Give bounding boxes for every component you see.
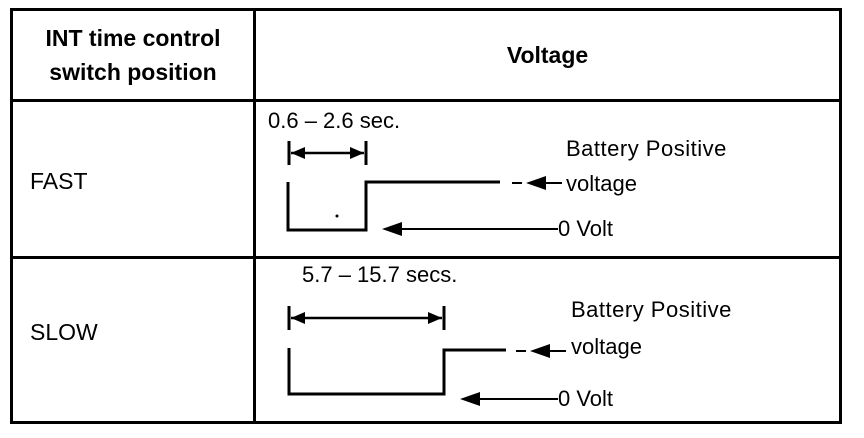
slow-voltage-label: voltage [571,334,642,359]
fast-voltage-label: voltage [566,171,637,196]
fast-zero-volt-label: 0 Volt [558,216,614,241]
slow-duration-label: 5.7 – 15.7 secs. [302,262,458,287]
slow-dim-arrow-left [291,312,305,324]
slow-dim-arrow-right [428,312,442,324]
fast-low-arrow-head [382,222,402,236]
fast-dot [335,214,339,218]
slow-low-arrow-head [460,392,480,406]
row-slow-position: SLOW [30,319,98,345]
header-voltage: Voltage [506,42,589,68]
row-fast-position: FAST [30,168,88,194]
fast-duration-label: 0.6 – 2.6 sec. [268,108,401,133]
row-divider [13,256,839,259]
fast-dim-arrow-left [291,147,305,159]
fast-high-arrow-head [526,176,546,190]
fast-pulse-signal [286,180,500,232]
fast-dim-arrow-right [350,147,364,159]
voltage-table: INT time control switch position Voltage… [10,8,842,424]
slow-waveform [287,306,566,406]
slow-battery-positive-label: Battery Positive [571,297,732,322]
slow-pulse-signal [287,348,506,396]
header-switch-position: INT time control switch position [45,25,221,85]
fast-waveform [286,141,562,236]
fast-battery-positive-label: Battery Positive [566,136,727,161]
slow-high-arrow-head [530,344,550,358]
header-divider [13,99,839,102]
column-divider [253,11,256,421]
slow-zero-volt-label: 0 Volt [558,386,614,411]
